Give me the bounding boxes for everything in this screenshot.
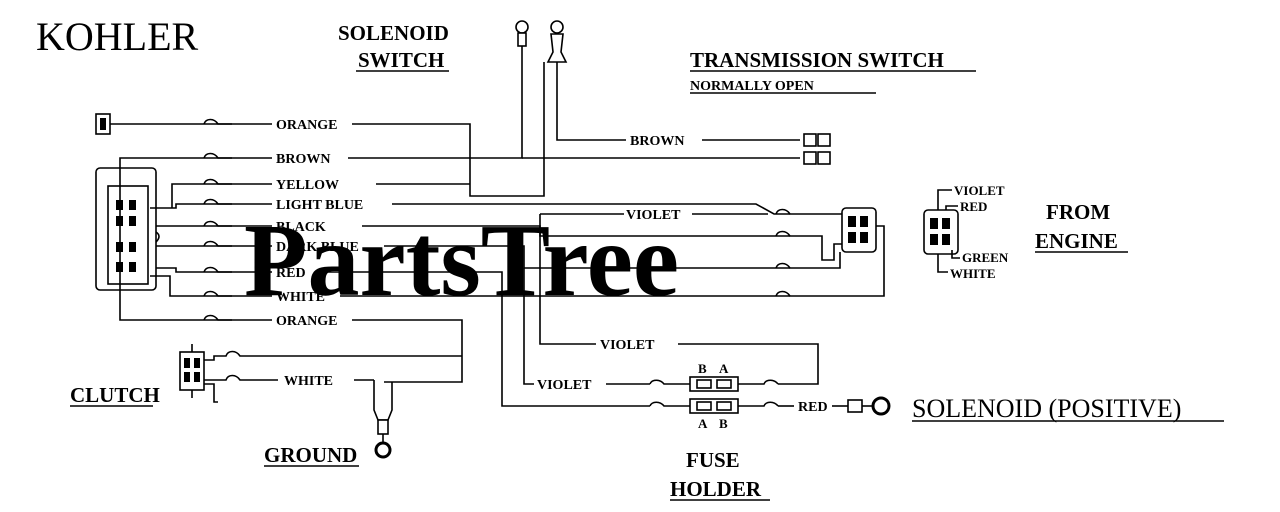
- fuse-terminal-top-b: B: [698, 361, 707, 376]
- engine-pin-white: WHITE: [950, 266, 996, 281]
- harness-terminal-icons: [203, 118, 232, 321]
- fuse-terminal-bottom-a: A: [698, 416, 708, 431]
- wire-label-brown-transmission: BROWN: [630, 134, 684, 149]
- wire-label-white-clutch: WHITE: [284, 374, 333, 389]
- from-engine-label-line2: ENGINE: [1035, 229, 1118, 253]
- wire-label-dark-blue: DARK BLUE: [276, 240, 359, 255]
- solenoid-positive-label: SOLENOID (POSITIVE): [912, 394, 1181, 423]
- wire-label-black: BLACK: [276, 220, 326, 235]
- wire-label-red: RED: [276, 266, 306, 281]
- solenoid-positive-terminal: [847, 396, 891, 416]
- wire-label-yellow: YELLOW: [276, 178, 339, 193]
- solenoid-switch-label-line1: SOLENOID: [338, 21, 449, 45]
- clutch-label: CLUTCH: [70, 383, 160, 407]
- wire-label-brown: BROWN: [276, 152, 330, 167]
- fuse-terminal-top-a: A: [719, 361, 729, 376]
- wire-label-orange-top: ORANGE: [276, 118, 337, 133]
- engine-side-terminals: [775, 208, 802, 297]
- engine-pin-green: GREEN: [962, 250, 1009, 265]
- fuse-holder: [649, 376, 779, 414]
- brand-title: KOHLER: [36, 14, 199, 59]
- transmission-switch-connector: [803, 133, 831, 165]
- fuse-holder-label-line2: HOLDER: [670, 477, 762, 501]
- wire-label-violet-fuse: VIOLET: [537, 378, 592, 393]
- wire-label-white: WHITE: [276, 290, 325, 305]
- fuse-holder-label-line1: FUSE: [686, 448, 740, 472]
- wire-label-orange-bottom: ORANGE: [276, 314, 337, 329]
- transmission-switch-label: TRANSMISSION SWITCH: [690, 48, 944, 72]
- from-engine-label-line1: FROM: [1046, 200, 1110, 224]
- engine-pin-red: RED: [960, 199, 987, 214]
- orange-plug: [95, 113, 111, 135]
- fuse-terminal-bottom-b: B: [719, 416, 728, 431]
- wire-label-violet-engine: VIOLET: [626, 208, 681, 223]
- ground-lug: [373, 380, 393, 459]
- wire-label-light-blue: LIGHT BLUE: [276, 198, 363, 213]
- wire-label-violet-loop: VIOLET: [600, 338, 655, 353]
- ground-label: GROUND: [264, 443, 357, 467]
- solenoid-switch: [515, 20, 568, 78]
- wire-label-red-solenoid: RED: [798, 400, 828, 415]
- engine-pin-violet: VIOLET: [954, 183, 1005, 198]
- clutch-connector: [179, 344, 205, 398]
- engine-harness-connector: [841, 207, 877, 253]
- transmission-switch-note: NORMALLY OPEN: [690, 79, 814, 94]
- solenoid-switch-label-line2: SWITCH: [358, 48, 444, 72]
- watermark: PartsTree: [244, 203, 679, 318]
- main-harness-connector: [95, 167, 160, 291]
- from-engine-connector: [923, 209, 959, 255]
